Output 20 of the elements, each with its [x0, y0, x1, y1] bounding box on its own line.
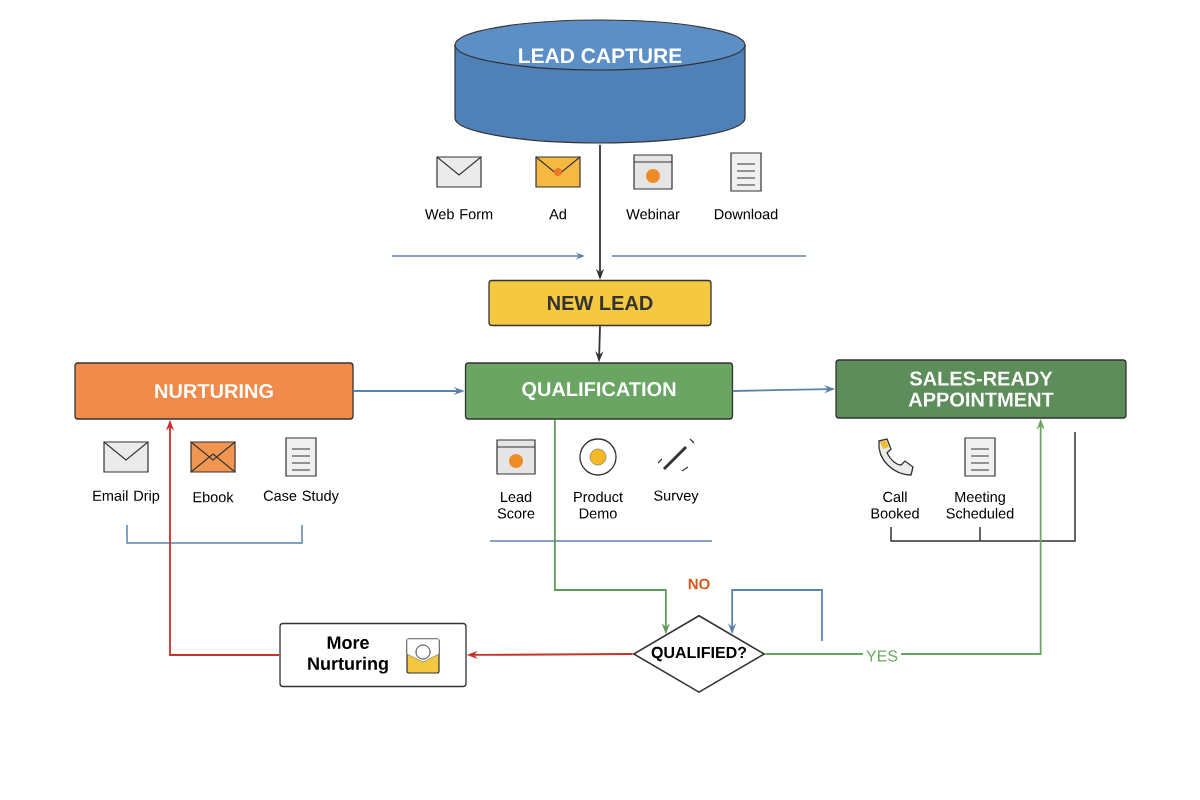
- storage-cylinder-label: LEAD CAPTURE: [519, 48, 682, 64]
- icon-label: Web Form: [424, 208, 493, 220]
- stage-box: NURTURING: [74, 362, 354, 420]
- icon-label: Product Demo: [574, 491, 623, 519]
- icon-label: Webinar: [626, 208, 680, 220]
- edge-label: YES: [863, 647, 901, 665]
- icon-label: Ad: [549, 208, 566, 220]
- icon-label: Case Study: [263, 490, 339, 504]
- icon-label: Meeting Scheduled: [946, 491, 1014, 519]
- icon-label: Call Booked: [871, 491, 919, 519]
- branch-label: NO: [688, 578, 710, 590]
- icon-label: Ebook: [193, 491, 234, 503]
- icon-label: Survey: [654, 490, 699, 504]
- action-box: More Nurturing: [279, 622, 467, 688]
- icon-label: Lead Score: [497, 491, 535, 519]
- icon-label: Download: [714, 208, 778, 220]
- stage-box: QUALIFICATION: [464, 362, 734, 420]
- stage-box: SALES-READY APPOINTMENT: [835, 359, 1127, 419]
- stage-box: NEW LEAD: [488, 279, 712, 327]
- icon-label: Email Drip: [93, 490, 160, 504]
